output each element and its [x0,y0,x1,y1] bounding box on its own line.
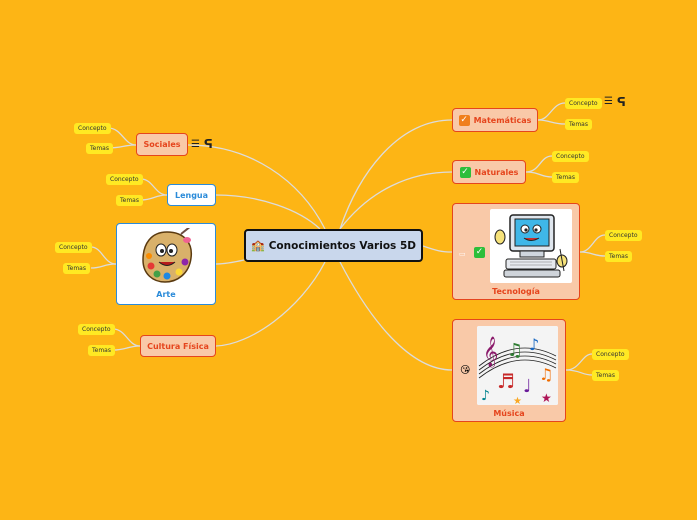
leaf-tecnologia-temas[interactable]: Temas [605,251,632,262]
notes-icon[interactable]: ☰ [604,96,613,107]
leaf-naturales-concepto[interactable]: Concepto [552,151,589,162]
leaf-lengua-concepto[interactable]: Concepto [106,174,143,185]
svg-text:♬: ♬ [497,369,515,393]
link-icon[interactable]: ᕋ [204,137,213,151]
leaf-naturales-temas[interactable]: Temas [552,172,579,183]
school-building-icon: 🏫 [251,239,265,252]
topic-tecnologia-label: Tecnología [492,287,540,296]
svg-text:♫: ♫ [539,365,553,384]
computer-cartoon-image [490,209,572,283]
computer-small-icon: ▭ [459,250,466,258]
topic-arte-label: Arte [156,290,176,299]
topic-musica[interactable]: 😘 𝄞 ♫ ♪ ♬ ♩ ♫ ♪ ★ ★ Música [452,319,566,422]
leaf-sociales-concepto[interactable]: Concepto [74,123,111,134]
leaf-musica-concepto[interactable]: Concepto [592,349,629,360]
leaf-sociales-temas[interactable]: Temas [86,143,113,154]
leaf-arte-concepto[interactable]: Concepto [55,242,92,253]
topic-arte[interactable]: Arte [116,223,216,305]
painter-palette-image [137,228,197,286]
link-icon[interactable]: ᕋ [617,95,626,109]
topic-cultura-fisica-label: Cultura Física [147,341,209,351]
topic-lengua-label: Lengua [174,190,209,200]
topic-tecnologia[interactable]: ▭ ✓ Tecnología [452,203,580,300]
svg-text:𝄞: 𝄞 [483,336,498,368]
topic-musica-label: Música [493,409,525,418]
svg-text:★: ★ [541,391,552,405]
svg-text:♪: ♪ [529,335,539,354]
svg-text:★: ★ [513,396,522,405]
topic-sociales-label: Sociales [143,140,181,149]
leaf-arte-temas[interactable]: Temas [63,263,90,274]
leaf-tecnologia-concepto[interactable]: Concepto [605,230,642,241]
leaf-lengua-temas[interactable]: Temas [116,195,143,206]
topic-naturales-label: Naturales [474,167,519,177]
leaf-cultura-fisica-concepto[interactable]: Concepto [78,324,115,335]
svg-text:♩: ♩ [523,376,532,397]
svg-text:♪: ♪ [481,388,490,404]
music-notes-image: 𝄞 ♫ ♪ ♬ ♩ ♫ ♪ ★ ★ [477,326,558,405]
checkbox-green-icon: ✓ [474,247,485,258]
svg-text:♫: ♫ [507,340,523,361]
leaf-musica-temas[interactable]: Temas [592,370,619,381]
leaf-matematicas-temas[interactable]: Temas [565,119,592,130]
smiley-icon: 😘 [460,365,471,376]
leaf-cultura-fisica-temas[interactable]: Temas [88,345,115,356]
topic-matematicas[interactable]: ✓ Matemáticas [452,108,538,132]
topic-cultura-fisica[interactable]: Cultura Física [140,335,216,357]
checkbox-green-icon: ✓ [459,166,471,178]
topic-naturales[interactable]: ✓ Naturales [452,160,526,184]
leaf-matematicas-concepto[interactable]: Concepto [565,98,602,109]
central-topic-title: Conocimientos Varios 5D [268,239,416,252]
topic-matematicas-label: Matemáticas [473,115,532,125]
topic-sociales[interactable]: Sociales [136,133,188,156]
checkbox-orange-icon: ✓ [458,114,470,126]
central-topic[interactable]: 🏫 Conocimientos Varios 5D [244,229,423,262]
notes-icon[interactable]: ☰ [191,139,200,150]
topic-lengua[interactable]: Lengua [167,184,216,206]
